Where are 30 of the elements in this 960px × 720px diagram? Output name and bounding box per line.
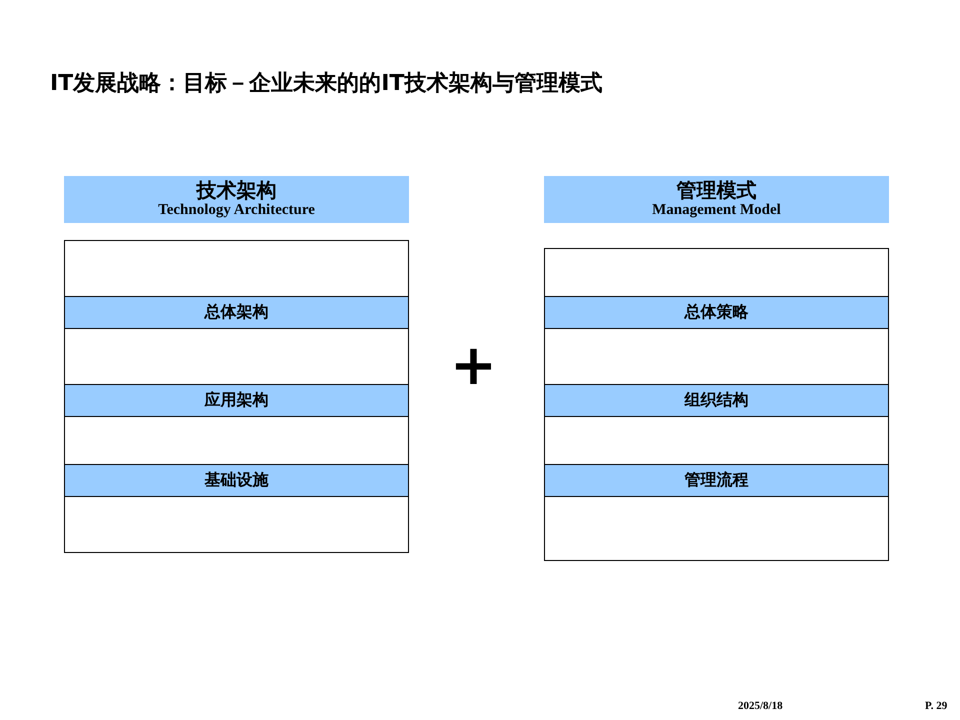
- heading-text: 组织结构: [684, 391, 748, 410]
- empty-box: [544, 416, 889, 465]
- section-band: [544, 384, 889, 417]
- column-header: [544, 176, 889, 223]
- subheading-text: Technology Architecture: [158, 202, 315, 220]
- empty-box: [544, 328, 889, 385]
- section-band: [64, 384, 409, 417]
- heading-text: 管理模式: [676, 179, 756, 202]
- empty-box: [64, 416, 409, 465]
- heading-text: 基础设施: [204, 471, 268, 490]
- heading-text: 技术架构: [196, 179, 276, 202]
- section-band: [64, 464, 409, 497]
- empty-box: [64, 496, 409, 553]
- empty-box: [544, 248, 889, 297]
- heading-text: 应用架构: [204, 391, 268, 410]
- heading-text: 总体架构: [204, 303, 268, 322]
- page-number: P. 29: [925, 701, 948, 712]
- empty-box: [64, 240, 409, 297]
- column-header: [64, 176, 409, 223]
- heading-text: 管理流程: [684, 471, 748, 490]
- section-band: [544, 464, 889, 497]
- empty-box: [64, 328, 409, 385]
- subheading-text: Management Model: [652, 202, 781, 220]
- heading-text: 总体策略: [684, 303, 748, 322]
- empty-box: [544, 496, 889, 561]
- section-band: [544, 296, 889, 329]
- section-band: [64, 296, 409, 329]
- plus-sign: +: [450, 338, 497, 394]
- slide-title: IT发展战略：目标－企业未来的的IT技术架构与管理模式: [50, 70, 602, 98]
- date-text: 2025/8/18: [738, 701, 783, 712]
